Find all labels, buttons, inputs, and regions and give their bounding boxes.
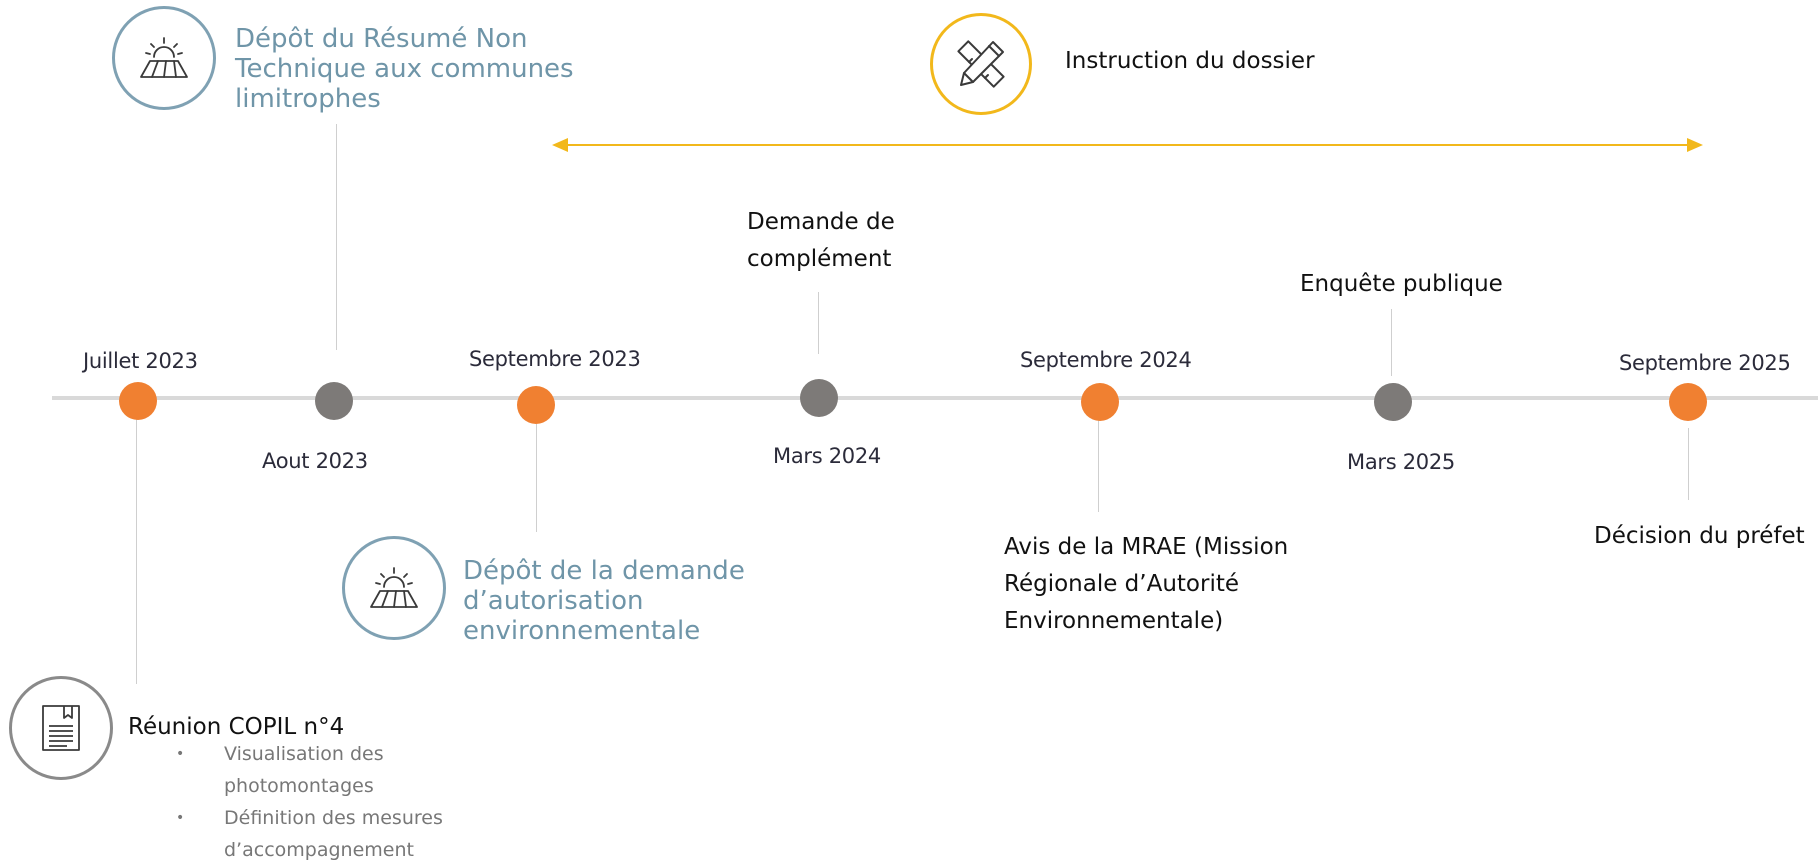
milestone-dot-mars2024 xyxy=(800,379,838,417)
connector-juillet2023 xyxy=(136,418,137,684)
connector-mars2024 xyxy=(818,292,819,354)
rnt-icon-circle xyxy=(112,6,216,110)
instruction-label: Instruction du dossier xyxy=(1065,48,1315,74)
dae-icon-circle xyxy=(342,536,446,640)
milestone-dot-mars2025 xyxy=(1374,383,1412,421)
date-label-mars2024: Mars 2024 xyxy=(773,444,881,468)
copil-bullet-item: Définition des mesures d’accompagnement xyxy=(176,802,476,866)
connector-septembre2023 xyxy=(536,424,537,532)
connector-aout2023 xyxy=(336,124,337,350)
date-label-juillet2023: Juillet 2023 xyxy=(83,349,198,373)
copil-icon-circle xyxy=(9,676,113,780)
rnt-deposit-label: Dépôt du Résumé Non Technique aux commun… xyxy=(235,24,574,114)
date-label-mars2025: Mars 2025 xyxy=(1347,450,1455,474)
date-label-aout2023: Aout 2023 xyxy=(262,449,368,473)
connector-mars2025 xyxy=(1391,309,1392,376)
milestone-dot-septembre2023 xyxy=(517,386,555,424)
copil-bullet-item: Visualisation des photomontages xyxy=(176,738,476,802)
field-sunrise-icon xyxy=(370,567,418,608)
instruction-duration-arrow xyxy=(552,138,1703,152)
enquete-publique-label: Enquête publique xyxy=(1300,271,1503,297)
decision-prefet-label: Décision du préfet xyxy=(1594,523,1805,549)
date-label-septembre2025: Septembre 2025 xyxy=(1619,351,1791,375)
connector-septembre2025 xyxy=(1688,428,1689,500)
dae-deposit-label: Dépôt de la demande d’autorisation envir… xyxy=(463,556,745,646)
connector-septembre2024 xyxy=(1098,420,1099,512)
pencil-ruler-icon xyxy=(957,40,1005,88)
date-label-septembre2023: Septembre 2023 xyxy=(469,347,641,371)
milestone-dot-septembre2024 xyxy=(1081,383,1119,421)
milestone-dot-juillet2023 xyxy=(119,382,157,420)
timeline-axis xyxy=(52,396,1818,400)
demande-complement-label: Demande de complément xyxy=(747,209,895,272)
date-label-septembre2024: Septembre 2024 xyxy=(1020,348,1192,372)
mrae-label: Avis de la MRAE (Mission Régionale d’Aut… xyxy=(1004,534,1289,634)
document-icon xyxy=(42,705,80,751)
milestone-dot-aout2023 xyxy=(315,382,353,420)
milestone-dot-septembre2025 xyxy=(1669,383,1707,421)
copil-title: Réunion COPIL n°4 xyxy=(128,714,345,740)
copil-bullet-list: Visualisation des photomontages Définiti… xyxy=(176,738,476,866)
instruction-icon-circle xyxy=(930,13,1032,115)
field-sunrise-icon xyxy=(140,37,188,78)
